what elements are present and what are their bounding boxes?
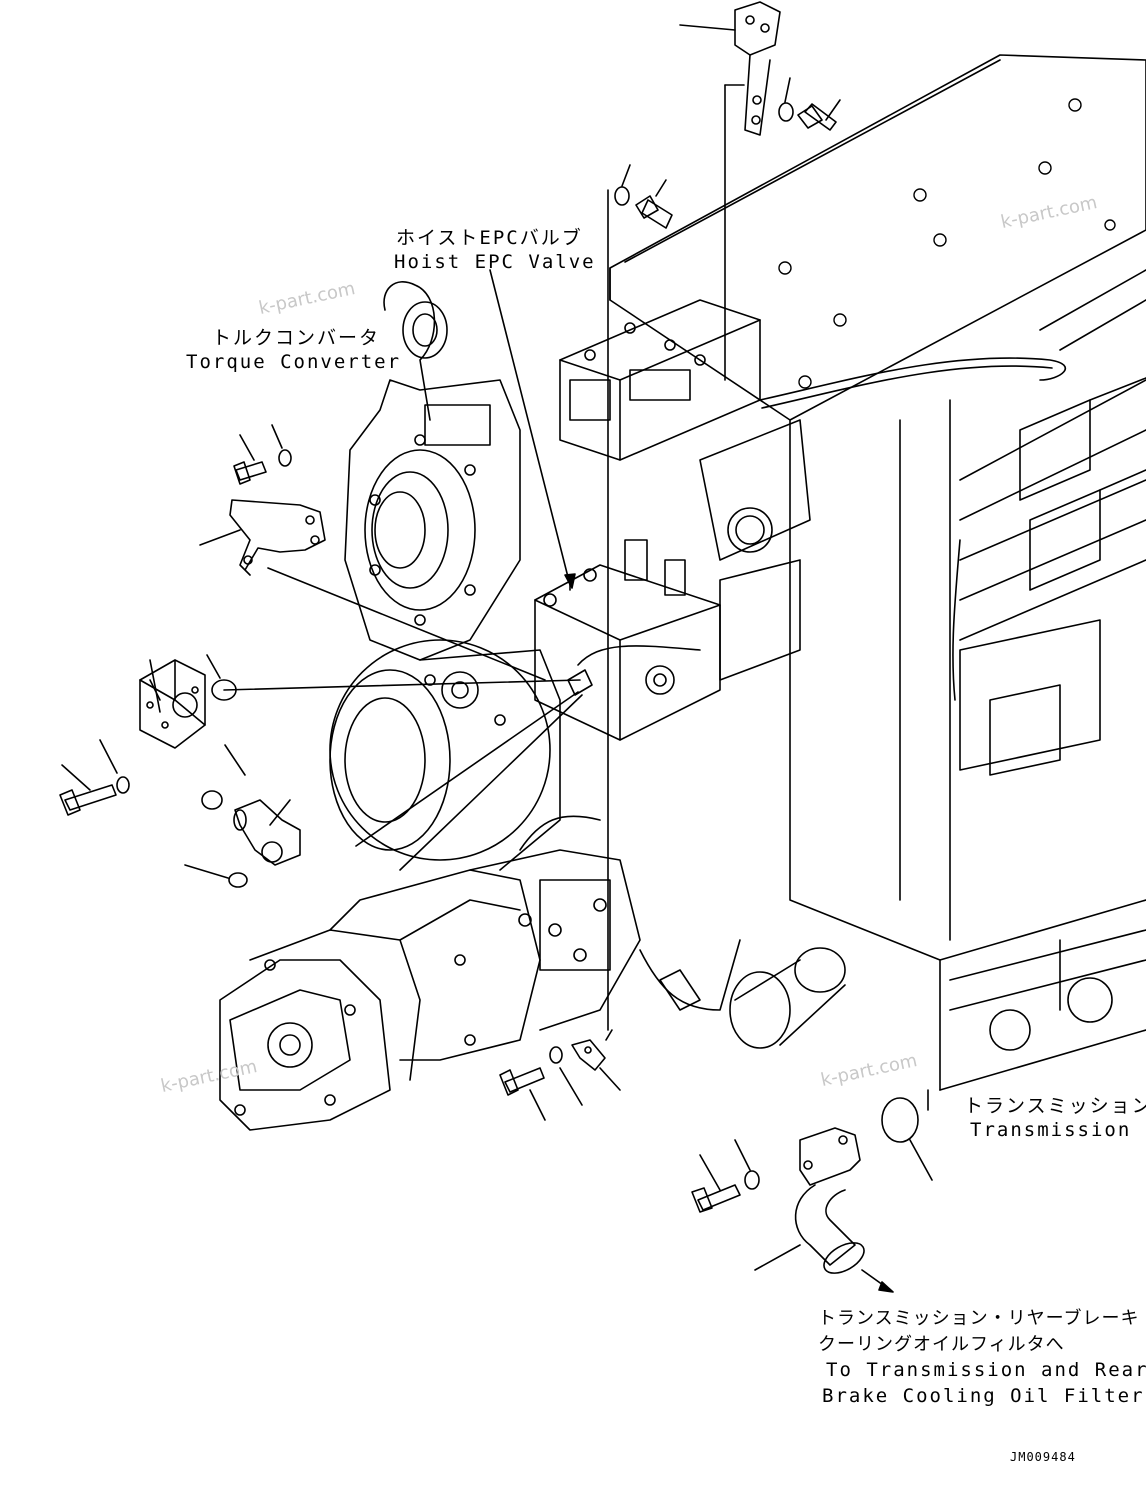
top-bracket	[679, 1, 841, 381]
oil-filter-label-en-2: Brake Cooling Oil Filter	[822, 1385, 1145, 1407]
oil-filter-label-en-1: To Transmission and Rear	[826, 1359, 1146, 1381]
hoist-epc-valve-body	[534, 299, 811, 741]
left-bracket	[199, 424, 546, 681]
torque-converter	[329, 281, 561, 871]
transmission-label-en: Transmission	[970, 1119, 1132, 1141]
pump-assembly	[219, 815, 846, 1131]
engine-block	[609, 54, 1146, 1091]
wire-clip	[567, 645, 701, 696]
hoist-epc-label-en: Hoist EPC Valve	[394, 251, 596, 273]
label-leaders	[489, 269, 576, 591]
oil-pipe	[691, 1089, 933, 1293]
flange-fittings	[59, 654, 583, 888]
oil-filter-label-jp-2: クーリングオイルフィルタへ	[818, 1334, 1065, 1355]
oil-filter-label-jp-1: トランスミッション・リヤーブレーキ	[818, 1308, 1140, 1329]
torque-converter-label-jp: トルクコンバータ	[212, 327, 381, 349]
hoist-epc-label-jp: ホイストEPCバルブ	[396, 227, 583, 249]
torque-converter-label-en: Torque Converter	[186, 351, 402, 373]
drawing-code: JM009484	[1010, 1450, 1076, 1464]
bolt-washer-clamp	[499, 1029, 621, 1121]
transmission-label-jp: トランスミッション	[964, 1095, 1146, 1117]
bolt-washer-pair-1	[607, 164, 673, 1031]
